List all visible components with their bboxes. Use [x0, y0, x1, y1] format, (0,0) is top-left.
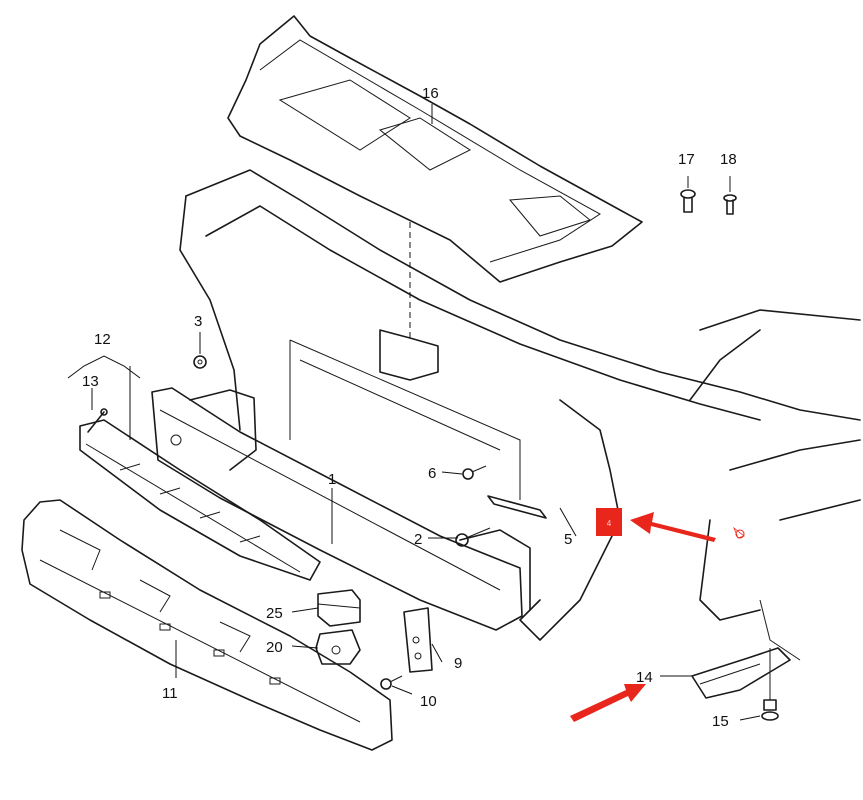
highlight-arrow-lower: [570, 684, 646, 722]
energy-absorber-part: [21, 499, 393, 751]
callout-13: 13: [82, 373, 99, 390]
screw-2-part: [455, 527, 491, 547]
screw-6-part: [462, 465, 487, 480]
bracket-14-part: [691, 647, 791, 700]
callout-10: 10: [420, 693, 437, 710]
callout-12: 12: [94, 331, 111, 348]
fastener-18-part: [723, 176, 737, 215]
callout-9: 9: [454, 655, 462, 672]
sensor-bracket-part: [315, 629, 361, 665]
washer-3-part: [193, 355, 207, 369]
fender-part: [699, 439, 861, 661]
callout-16: 16: [422, 85, 439, 102]
callout-14: 14: [636, 669, 653, 686]
callout-25: 25: [266, 605, 283, 622]
highlight-arrow-upper: [630, 512, 716, 542]
marker-box: 4: [596, 508, 622, 536]
lock-carrier-part: [179, 169, 861, 641]
leader-lines: [67, 104, 761, 721]
cowl-panel-part: [227, 15, 643, 338]
callout-20: 20: [266, 639, 283, 656]
impact-strip-part: [79, 419, 321, 581]
screw-10-part: [380, 675, 403, 690]
callout-15: 15: [712, 713, 729, 730]
callout-18: 18: [720, 151, 737, 168]
callout-1: 1: [328, 471, 336, 488]
callout-6: 6: [428, 465, 436, 482]
callout-2: 2: [414, 531, 422, 548]
bumper-reinforcement-part: [151, 387, 531, 631]
callout-11: 11: [162, 685, 178, 702]
cursor-icon: [733, 526, 745, 539]
screw-13-part: [87, 408, 108, 433]
fastener-17-part: [680, 176, 696, 213]
screw-15-part: [761, 699, 779, 721]
marker-box-label: 4: [607, 519, 612, 528]
side-bracket-part: [403, 607, 433, 673]
callout-3: 3: [194, 313, 202, 330]
clip-5-part: [487, 495, 547, 519]
callout-5: 5: [564, 531, 572, 548]
callout-17: 17: [678, 151, 695, 168]
sensor-module-part: [317, 589, 361, 627]
